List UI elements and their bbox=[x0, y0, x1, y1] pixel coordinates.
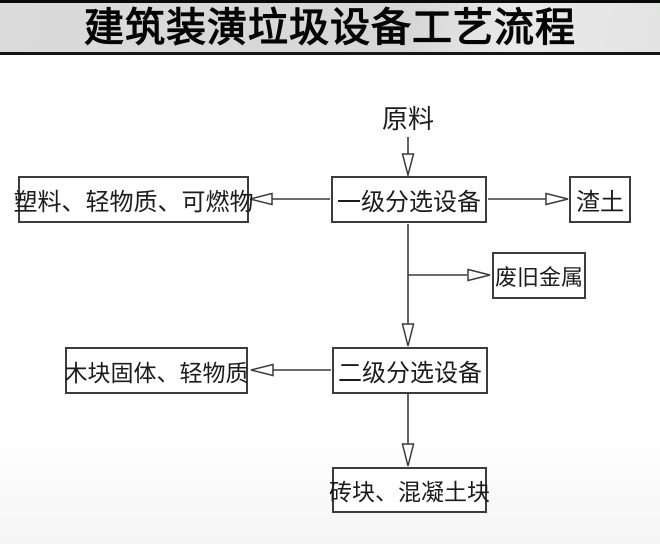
node-label: 一级分选设备 bbox=[337, 189, 481, 216]
arrowhead-down-icon bbox=[401, 153, 415, 178]
flow-connectors bbox=[249, 137, 569, 467]
edge-primary-sorting-to-plastics-light bbox=[249, 192, 330, 206]
node-secondary-sorting: 二级分选设备 bbox=[332, 347, 488, 394]
edge-primary-sorting-to-slag-soil bbox=[488, 192, 569, 206]
arrowhead-right-icon bbox=[545, 192, 569, 206]
node-label: 原料 bbox=[381, 103, 434, 134]
node-raw-material: 原料 bbox=[364, 100, 452, 134]
title-bar: 建筑装潢垃圾设备工艺流程 bbox=[0, 0, 660, 55]
node-wood-light: 木块固体、轻物质 bbox=[64, 347, 249, 394]
edge-secondary-sorting-to-brick-concrete bbox=[401, 394, 415, 467]
arrowhead-down-icon bbox=[401, 323, 415, 347]
edge-secondary-sorting-to-wood-light bbox=[250, 363, 331, 377]
node-waste-metal: 废旧金属 bbox=[492, 252, 586, 299]
node-label: 废旧金属 bbox=[494, 264, 583, 290]
node-slag-soil: 渣土 bbox=[569, 176, 631, 223]
arrowhead-left-icon bbox=[250, 363, 274, 377]
arrowhead-down-icon bbox=[401, 443, 415, 467]
flowchart-canvas: 原料 塑料、轻物质、可燃物 一级分选设备 渣土 废旧金属 木块固体、轻物质 二级… bbox=[0, 55, 660, 544]
arrowhead-right-icon bbox=[467, 268, 491, 282]
node-label: 二级分选设备 bbox=[338, 360, 482, 387]
node-label: 木块固体、轻物质 bbox=[64, 359, 249, 386]
arrowhead-left-icon bbox=[249, 192, 273, 206]
node-primary-sorting: 一级分选设备 bbox=[331, 176, 487, 223]
node-label: 渣土 bbox=[576, 189, 624, 216]
node-plastics-light: 塑料、轻物质、可燃物 bbox=[14, 176, 254, 223]
node-label: 砖块、混凝土块 bbox=[329, 479, 490, 505]
page-title: 建筑装潢垃圾设备工艺流程 bbox=[84, 5, 576, 50]
node-label: 塑料、轻物质、可燃物 bbox=[13, 189, 254, 216]
edge-raw-material-to-primary-sorting bbox=[401, 137, 415, 178]
edge-primary-sorting-to-waste-metal bbox=[408, 268, 491, 282]
edge-primary-sorting-to-secondary-sorting bbox=[401, 224, 415, 347]
node-brick-concrete: 砖块、混凝土块 bbox=[329, 467, 490, 513]
